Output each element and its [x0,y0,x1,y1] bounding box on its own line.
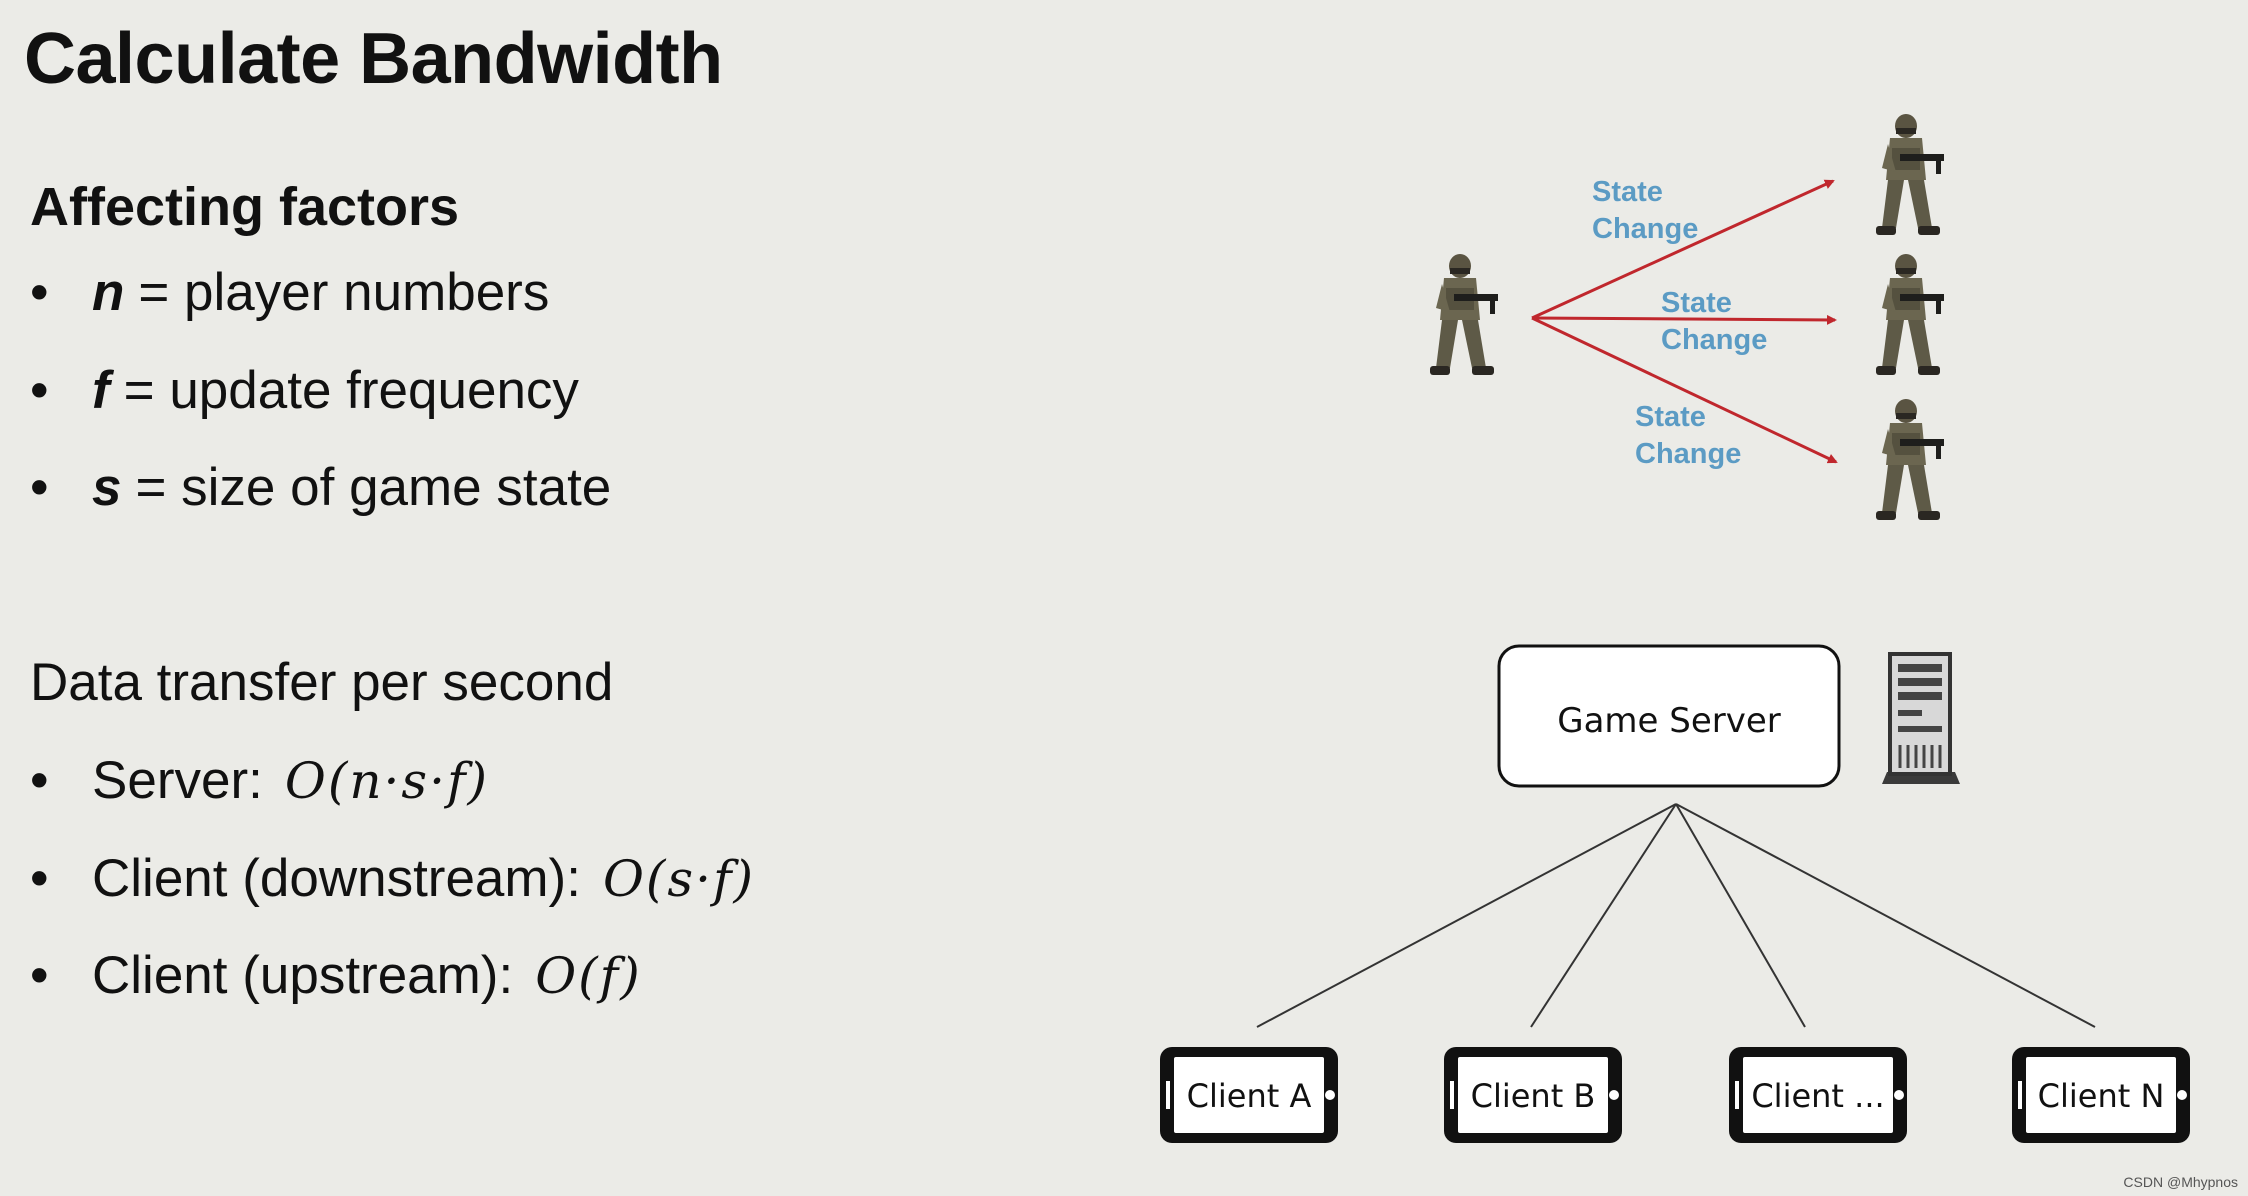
transfer-label: Server: [92,751,263,810]
state-change-label: Change [1592,213,1698,245]
transfer-item: • Client (upstream): O(f) [30,945,642,1006]
server-tower-icon [1882,652,1960,784]
factor-variable: f [92,361,110,420]
player-target-icon [1876,114,1944,235]
state-change-label: Change [1661,324,1767,356]
factors-heading: Affecting factors [30,177,460,237]
watermark: CSDN @Mhypnos [2123,1174,2238,1190]
client-label: Client N [2038,1077,2165,1115]
factor-text: = update frequency [123,361,579,420]
connection-line [1530,803,1677,1028]
factor-item: • s = size of game state [30,457,611,518]
player-source-icon [1430,254,1498,375]
factor-item: • f = update frequency [30,360,579,421]
factor-variable: n [92,263,125,322]
client-label: Client ... [1751,1077,1884,1115]
factor-variable: s [92,458,122,517]
bullet: • [30,458,49,517]
client-label: Client B [1471,1077,1596,1115]
connection-line [1675,803,2096,1028]
state-change-arrow [1531,314,1837,325]
bullet: • [30,946,49,1005]
client-label: Client A [1187,1077,1312,1115]
bullet: • [30,263,49,322]
transfer-label: Client (downstream): [92,849,581,908]
state-change-arrow [1531,179,1835,320]
state-change-label: State [1592,176,1663,208]
connection-line [1256,803,1677,1028]
transfer-label: Client (upstream): [92,946,514,1005]
transfer-heading: Data transfer per second [30,653,614,712]
transfer-formula: O(f) [535,947,642,1005]
bullet: • [30,751,49,810]
page-title: Calculate Bandwidth [24,19,723,99]
transfer-item: • Server: O(n·s·f) [30,750,489,811]
connection-line [1675,803,1806,1028]
state-change-arrow [1531,316,1838,464]
state-change-label: State [1635,401,1706,433]
bullet: • [30,361,49,420]
factor-item: • n = player numbers [30,262,549,323]
player-target-icon [1876,399,1944,520]
transfer-formula: O(n·s·f) [284,752,489,810]
game-server-box [1497,644,1841,788]
bullet: • [30,849,49,908]
state-change-label: State [1661,287,1732,319]
game-server-label: Game Server [1557,701,1781,741]
state-change-label: Change [1635,438,1741,470]
transfer-formula: O(s·f) [602,850,756,908]
transfer-item: • Client (downstream): O(s·f) [30,848,755,909]
factor-text: = player numbers [138,263,550,322]
factor-text: = size of game state [135,458,612,517]
player-target-icon [1876,254,1944,375]
